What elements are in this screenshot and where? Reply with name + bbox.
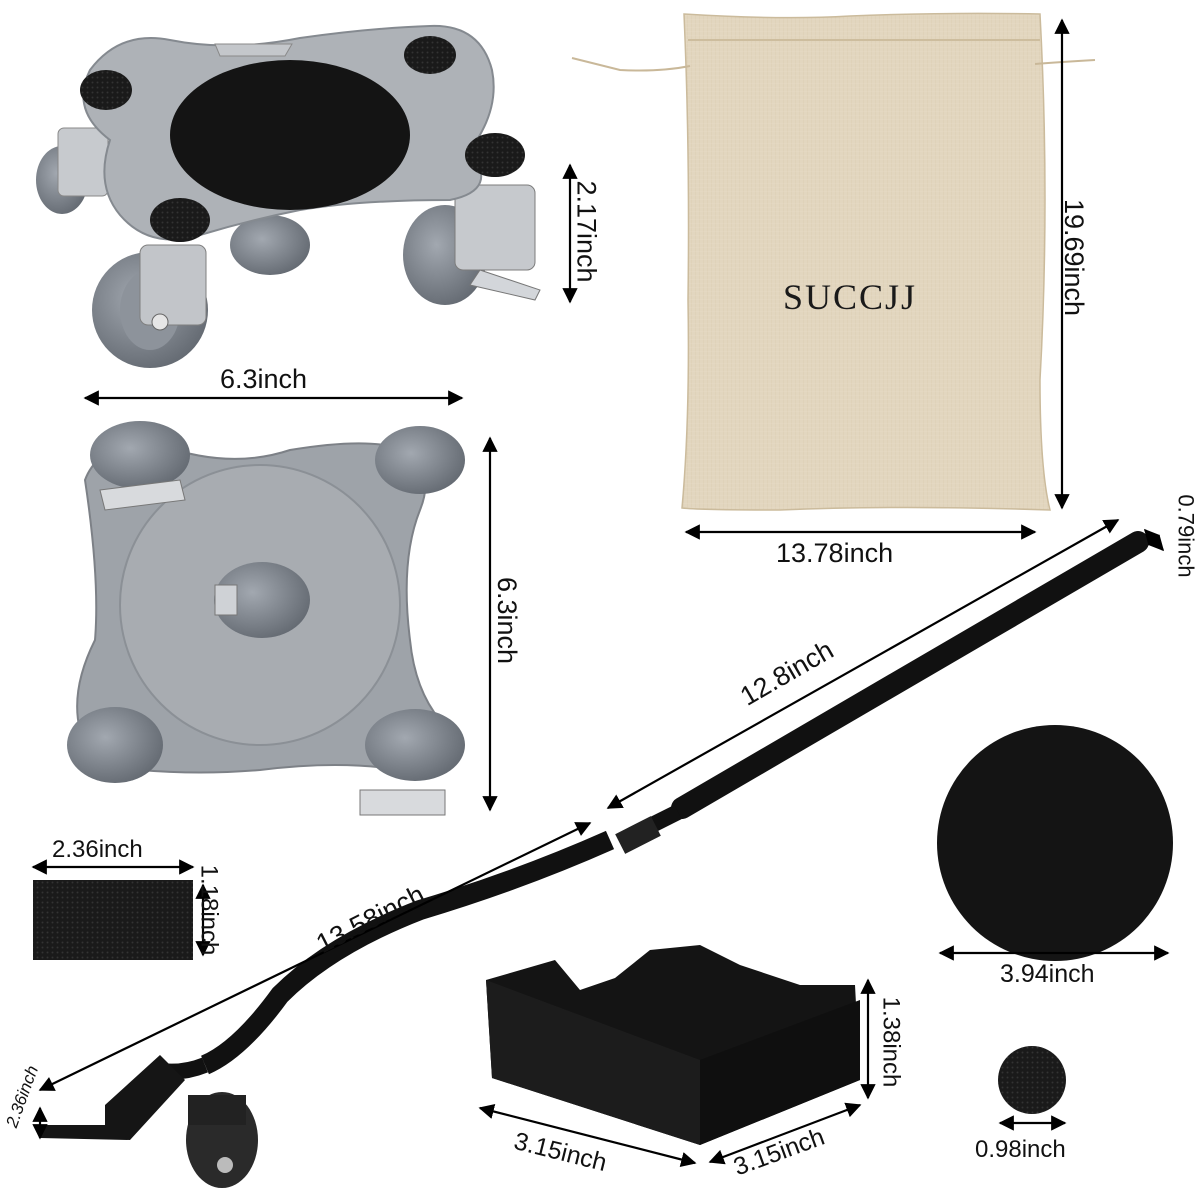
caster-wheel xyxy=(230,215,310,275)
felt-pad-round-small-icon xyxy=(998,1046,1066,1114)
bag-brand-label: SUCCJJ xyxy=(782,277,918,317)
felt-pad-round-large-icon xyxy=(937,725,1173,961)
dim-bag-height: 19.69inch xyxy=(1059,198,1090,317)
caster-wheel xyxy=(67,707,163,783)
caster-wheel xyxy=(36,127,109,214)
dim-pad-round-large: 3.94inch xyxy=(1000,960,1095,988)
caster-wheel xyxy=(186,1092,258,1188)
caster-wheel xyxy=(214,562,310,638)
dimension-arrows xyxy=(31,18,1170,1168)
felt-pad-rect-icon xyxy=(33,880,193,960)
caster-wheel xyxy=(92,244,208,368)
dim-dolly-width-top: 6.3inch xyxy=(220,364,308,394)
caster-wheel xyxy=(365,709,465,781)
dim-dolly-height: 2.17inch xyxy=(571,180,602,283)
caster-wheel xyxy=(375,426,465,494)
dim-riser-height: 1.38inch xyxy=(877,996,905,1088)
caster-wheel xyxy=(403,184,541,305)
dim-bag-width: 13.78inch xyxy=(776,538,894,568)
dim-pad-rect-height: 1.18inch xyxy=(195,864,223,956)
dim-dolly-width-side: 6.3inch xyxy=(492,576,523,665)
dim-pad-round-small: 0.98inch xyxy=(975,1136,1066,1163)
dim-bar-diameter: 0.79inch xyxy=(1173,494,1199,578)
riser-block-icon xyxy=(486,945,860,1145)
caster-wheel xyxy=(90,421,190,489)
dolly-top-view-icon xyxy=(36,24,541,368)
storage-bag-icon xyxy=(571,12,1096,511)
dim-pad-rect-width: 2.36inch xyxy=(52,836,143,863)
dolly-bottom-view-icon xyxy=(67,421,465,816)
